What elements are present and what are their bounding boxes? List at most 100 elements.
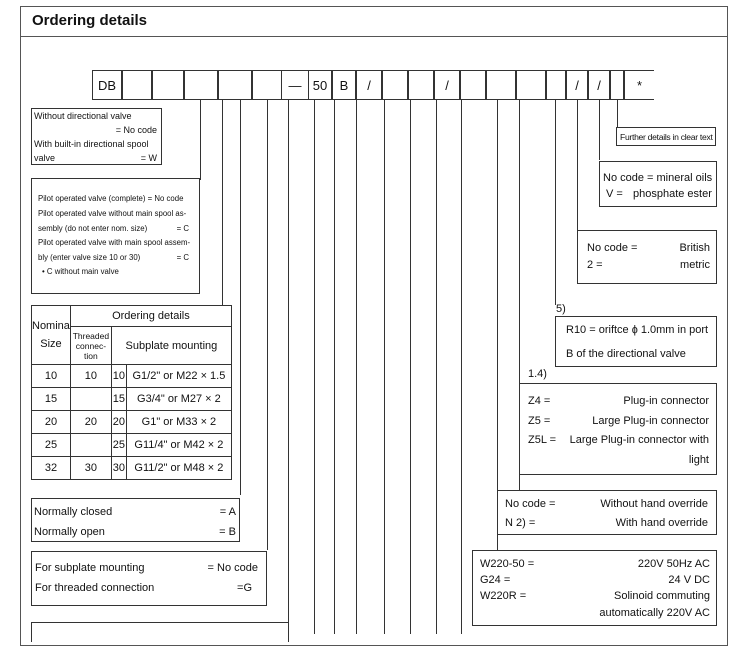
row-size: 15 xyxy=(31,387,71,411)
code-cell xyxy=(460,70,486,100)
state-val-1: = A xyxy=(219,506,236,518)
thread-line-1-val: British xyxy=(679,242,710,254)
row-threaded: 20 xyxy=(69,410,112,434)
state-val-2: = B xyxy=(219,526,236,538)
code-cell-db: DB xyxy=(92,70,122,100)
table-row: 25 25 G11/4" or M42 × 2 xyxy=(31,433,232,457)
page-title: Ordering details xyxy=(32,12,148,29)
volt-key-2: G24 = xyxy=(480,574,511,586)
row-threaded xyxy=(69,433,112,457)
code-dash: — xyxy=(282,70,308,100)
table-row: 32 30 30 G11/2" or M48 × 2 xyxy=(31,456,232,480)
elec-key-z5: Z5 = xyxy=(528,415,551,427)
elec-key-z5l: Z5L = xyxy=(528,434,557,446)
volt-val-4: automatically 220V AC xyxy=(599,607,710,619)
code-cell xyxy=(516,70,546,100)
orifice-line-2: B of the directional valve xyxy=(566,348,686,360)
directional-valve-box: Without directional valve = No code With… xyxy=(31,108,162,165)
connection-type-box: For subplate mounting = No code For thre… xyxy=(31,551,267,606)
row-threaded: 10 xyxy=(69,364,112,388)
dir-line-3: With built-in directional spool xyxy=(34,139,149,149)
pilot-valve-box: Pilot operated valve (complete) = No cod… xyxy=(31,178,200,294)
pilot-line-6: • C without main valve xyxy=(42,267,119,276)
thread-line-2-key: 2 = xyxy=(587,259,603,271)
row-sub: 15 xyxy=(110,387,127,411)
override-key-1: No code = xyxy=(505,498,556,510)
code-cell xyxy=(152,70,184,100)
pilot-line-5-key: bly (enter valve size 10 or 30) xyxy=(38,253,141,262)
code-star: * xyxy=(624,70,654,100)
cutoff-box xyxy=(31,622,289,642)
size-header-cell: Nomina Size xyxy=(31,305,71,365)
seal-line-2-val: phosphate ester xyxy=(633,188,712,200)
elec-val-z5: Large Plug-in connector xyxy=(592,415,709,427)
row-size: 20 xyxy=(31,410,71,434)
volt-key-1: W220-50 = xyxy=(480,558,535,570)
table-row: 15 15 G3/4" or M27 × 2 xyxy=(31,387,232,411)
thread-line-2-val: metric xyxy=(680,259,710,271)
dir-line-2: = No code xyxy=(115,125,157,135)
seal-line-1: No code = mineral oils xyxy=(603,172,713,184)
code-cell xyxy=(486,70,516,100)
override-val-1: Without hand override xyxy=(600,498,708,510)
volt-val-2: 24 V DC xyxy=(668,574,710,586)
table-row: 20 20 20 G1" or M33 × 2 xyxy=(31,410,232,434)
state-key-2: Normally open xyxy=(34,526,105,538)
code-cell-b: B xyxy=(332,70,356,100)
code-cell xyxy=(184,70,218,100)
seal-material-box: No code = mineral oils V = phosphate est… xyxy=(599,161,717,207)
dir-line-4-key: valve xyxy=(34,153,56,163)
pilot-line-3-val: = C xyxy=(176,224,189,233)
orifice-line-1: R10 = oriftce ɸ 1.0mm in port xyxy=(566,324,709,336)
code-slash: / xyxy=(356,70,382,100)
size-table: Nomina Size Ordering details Threaded co… xyxy=(31,304,232,480)
row-size: 10 xyxy=(31,364,71,388)
volt-val-1: 220V 50Hz AC xyxy=(637,558,710,570)
row-spec: G1/2" or M22 × 1.5 xyxy=(125,364,232,388)
thread-line-1-key: No code = xyxy=(587,242,638,254)
row-spec: G1" or M33 × 2 xyxy=(125,410,232,434)
volt-val-3: Solinoid commuting xyxy=(614,590,710,602)
code-cell xyxy=(408,70,434,100)
conn-val-2: =G xyxy=(237,582,252,594)
elec-key-z4: Z4 = xyxy=(528,395,551,407)
row-threaded xyxy=(69,387,112,411)
spool-state-box: Normally closed = A Normally open = B xyxy=(31,498,240,542)
row-threaded: 30 xyxy=(69,456,112,480)
size-header-size: Size xyxy=(40,338,62,350)
row-spec: G11/4" or M42 × 2 xyxy=(125,433,232,457)
further-details-box: Further details in clear text xyxy=(616,127,716,146)
header-divider xyxy=(20,36,728,37)
table-row: 10 10 10 G1/2" or M22 × 1.5 xyxy=(31,364,232,388)
dir-line-4-val: = W xyxy=(140,153,157,163)
volt-key-3: W220R = xyxy=(480,590,527,602)
conn-key-2: For threaded connection xyxy=(35,582,155,594)
conn-key-1: For subplate mounting xyxy=(35,562,145,574)
state-key-1: Normally closed xyxy=(34,506,113,518)
code-slash: / xyxy=(434,70,460,100)
override-key-2: N 2) = xyxy=(505,517,536,529)
electrical-connection-box: Z4 = Plug-in connector Z5 = Large Plug-i… xyxy=(519,383,717,475)
threaded-header: Threaded connec- tion xyxy=(69,326,112,365)
code-slash: / xyxy=(588,70,610,100)
seal-line-2-key: V = xyxy=(606,188,623,200)
further-details-text: Further details in clear text xyxy=(620,132,713,142)
row-sub: 30 xyxy=(110,456,127,480)
pilot-line-3-key: sembly (do not enter nom. size) xyxy=(38,224,148,233)
code-cell xyxy=(122,70,152,100)
row-spec: G11/2" or M48 × 2 xyxy=(125,456,232,480)
row-size: 25 xyxy=(31,433,71,457)
row-sub: 25 xyxy=(110,433,127,457)
electrical-footnote: 1.4) xyxy=(528,368,547,380)
row-size: 32 xyxy=(31,456,71,480)
pilot-line-4: Pilot operated valve with main spool ass… xyxy=(38,238,191,247)
code-cell-50: 50 xyxy=(308,70,332,100)
elec-val-z4: Plug-in connector xyxy=(623,395,709,407)
orifice-box: R10 = oriftce ɸ 1.0mm in port B of the d… xyxy=(555,316,717,367)
ordering-header: Ordering details xyxy=(69,304,232,328)
orifice-footnote: 5) xyxy=(556,303,566,315)
code-slash: / xyxy=(566,70,588,100)
override-val-2: With hand override xyxy=(615,517,708,529)
conn-val-1: = No code xyxy=(207,562,258,574)
